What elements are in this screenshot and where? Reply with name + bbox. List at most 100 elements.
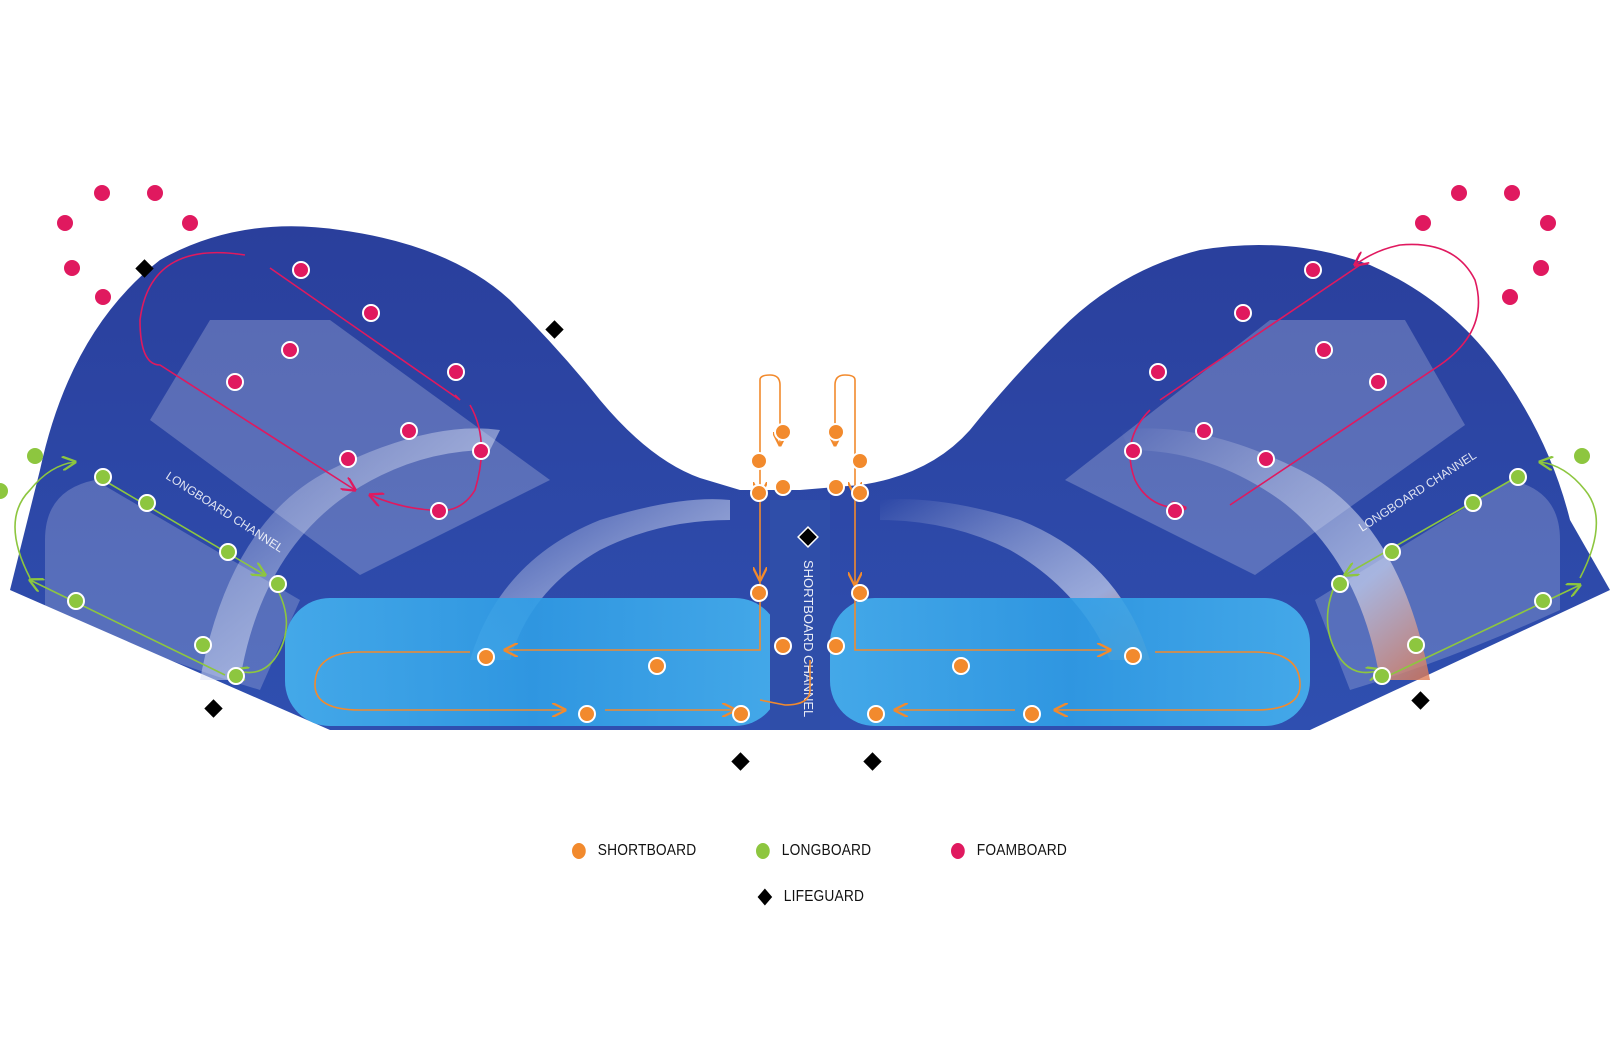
shortboard-dot (750, 584, 768, 602)
longboard-dot (1373, 667, 1391, 685)
foamboard-surfers (57, 185, 1556, 520)
longboard-dot (1383, 543, 1401, 561)
longboard-dot (269, 575, 287, 593)
lifeguards (135, 259, 1430, 771)
lifeguard-icon (863, 752, 882, 771)
longboard-dot (1534, 592, 1552, 610)
lifeguard-icon (1411, 691, 1430, 710)
foamboard-zone-left (150, 320, 550, 575)
shortboard-dot (827, 637, 845, 655)
pink-dot-icon (951, 843, 965, 859)
foamboard-dot (1502, 289, 1518, 305)
shortboard-surfers (477, 423, 1142, 723)
foamboard-route-right-inner (1129, 264, 1361, 508)
shortboard-dot (774, 637, 792, 655)
longboard-dot (1407, 636, 1425, 654)
shortboard-dot (750, 452, 768, 470)
shortboard-dot (851, 484, 869, 502)
legend-shortboard-label: SHORTBOARD (597, 842, 697, 859)
foamboard-dot (1257, 450, 1275, 468)
orange-dot-icon (572, 843, 586, 859)
shortboard-route-channel-u (759, 660, 811, 706)
longboard-route-right-top (1345, 477, 1516, 575)
foamboard-dot (1195, 422, 1213, 440)
shortboard-dot (732, 705, 750, 723)
lifeguard-icon (135, 259, 154, 278)
foamboard-dot (1234, 304, 1252, 322)
longboard-route-left-outer-arc (14, 462, 75, 579)
foamboard-dot (292, 261, 310, 279)
shortboard-route-left-loop (314, 651, 565, 710)
lifeguard-icon (731, 752, 750, 771)
foamboard-dot (1504, 185, 1520, 201)
foamboard-dot (94, 185, 110, 201)
shortboard-dot (648, 657, 666, 675)
shortboard-channel-label: SHORTBOARD CHANNEL (801, 560, 816, 717)
shortboard-dot (750, 484, 768, 502)
longboard-route-left-top (99, 477, 265, 575)
foamboard-dot (1415, 215, 1431, 231)
longboard-dot (227, 667, 245, 685)
foamboard-dot (147, 185, 163, 201)
lifeguard-icon (797, 526, 819, 548)
foamboard-dot (64, 260, 80, 276)
foamboard-dot (281, 341, 299, 359)
shortboard-dot (1124, 647, 1142, 665)
foamboard-zone-right (1065, 320, 1465, 575)
shortboard-dot (774, 478, 792, 496)
shortboard-dot (851, 584, 869, 602)
longboard-dot (0, 483, 8, 499)
foamboard-dot (362, 304, 380, 322)
shortboard-dot (774, 423, 792, 441)
longboard-dot (219, 543, 237, 561)
foamboard-dot (1149, 363, 1167, 381)
legend-longboard: LONGBOARD (756, 842, 871, 860)
longboard-dot (1509, 468, 1527, 486)
longboard-dot (1331, 575, 1349, 593)
shortboard-route-right-loop (1055, 651, 1301, 710)
foamboard-dot (226, 373, 244, 391)
shortboard-route-right-top (854, 585, 1110, 650)
lifeguard-icon (545, 320, 564, 339)
foamboard-dot (1451, 185, 1467, 201)
longboard-dot (194, 636, 212, 654)
shortboard-dot (1023, 705, 1041, 723)
foamboard-dot (57, 215, 73, 231)
shortboard-dot (851, 452, 869, 470)
foamboard-dot (400, 422, 418, 440)
foamboard-dot (1304, 261, 1322, 279)
foamboard-dot (339, 450, 357, 468)
longboard-dot (67, 592, 85, 610)
longboard-route-right-inner-arc (1326, 584, 1381, 673)
legend-lifeguard: LIFEGUARD (757, 888, 864, 906)
shortboard-dot (867, 705, 885, 723)
lagoon-left (285, 598, 780, 726)
foamboard-dot (472, 442, 490, 460)
shortboard-route-up-right (835, 374, 855, 495)
foamboard-route-left-inner (370, 404, 483, 512)
foamboard-routes (139, 243, 1480, 512)
lagoon-right (830, 598, 1310, 726)
foamboard-dot (1540, 215, 1556, 231)
longboard-route-right-outer-arc (1540, 462, 1598, 579)
foamboard-dot (95, 289, 111, 305)
longboard-dot (1574, 448, 1590, 464)
foamboard-dot (447, 363, 465, 381)
shortboard-dot (827, 423, 845, 441)
shortboard-route-up-left (760, 374, 780, 495)
longboard-dot (1464, 494, 1482, 512)
foamboard-dot (182, 215, 198, 231)
legend-longboard-label: LONGBOARD (781, 842, 872, 859)
foamboard-dot (1124, 442, 1142, 460)
longboard-dot (138, 494, 156, 512)
foamboard-route-right-outer (1229, 243, 1480, 506)
foamboard-dot (1533, 260, 1549, 276)
lifeguard-icon (204, 699, 223, 718)
longboard-surfers (0, 448, 1590, 685)
foamboard-dot (430, 502, 448, 520)
longboard-route-left-inner-arc (235, 584, 288, 673)
shortboard-dot (578, 705, 596, 723)
black-diamond-icon (757, 888, 773, 906)
shortboard-dot (477, 648, 495, 666)
